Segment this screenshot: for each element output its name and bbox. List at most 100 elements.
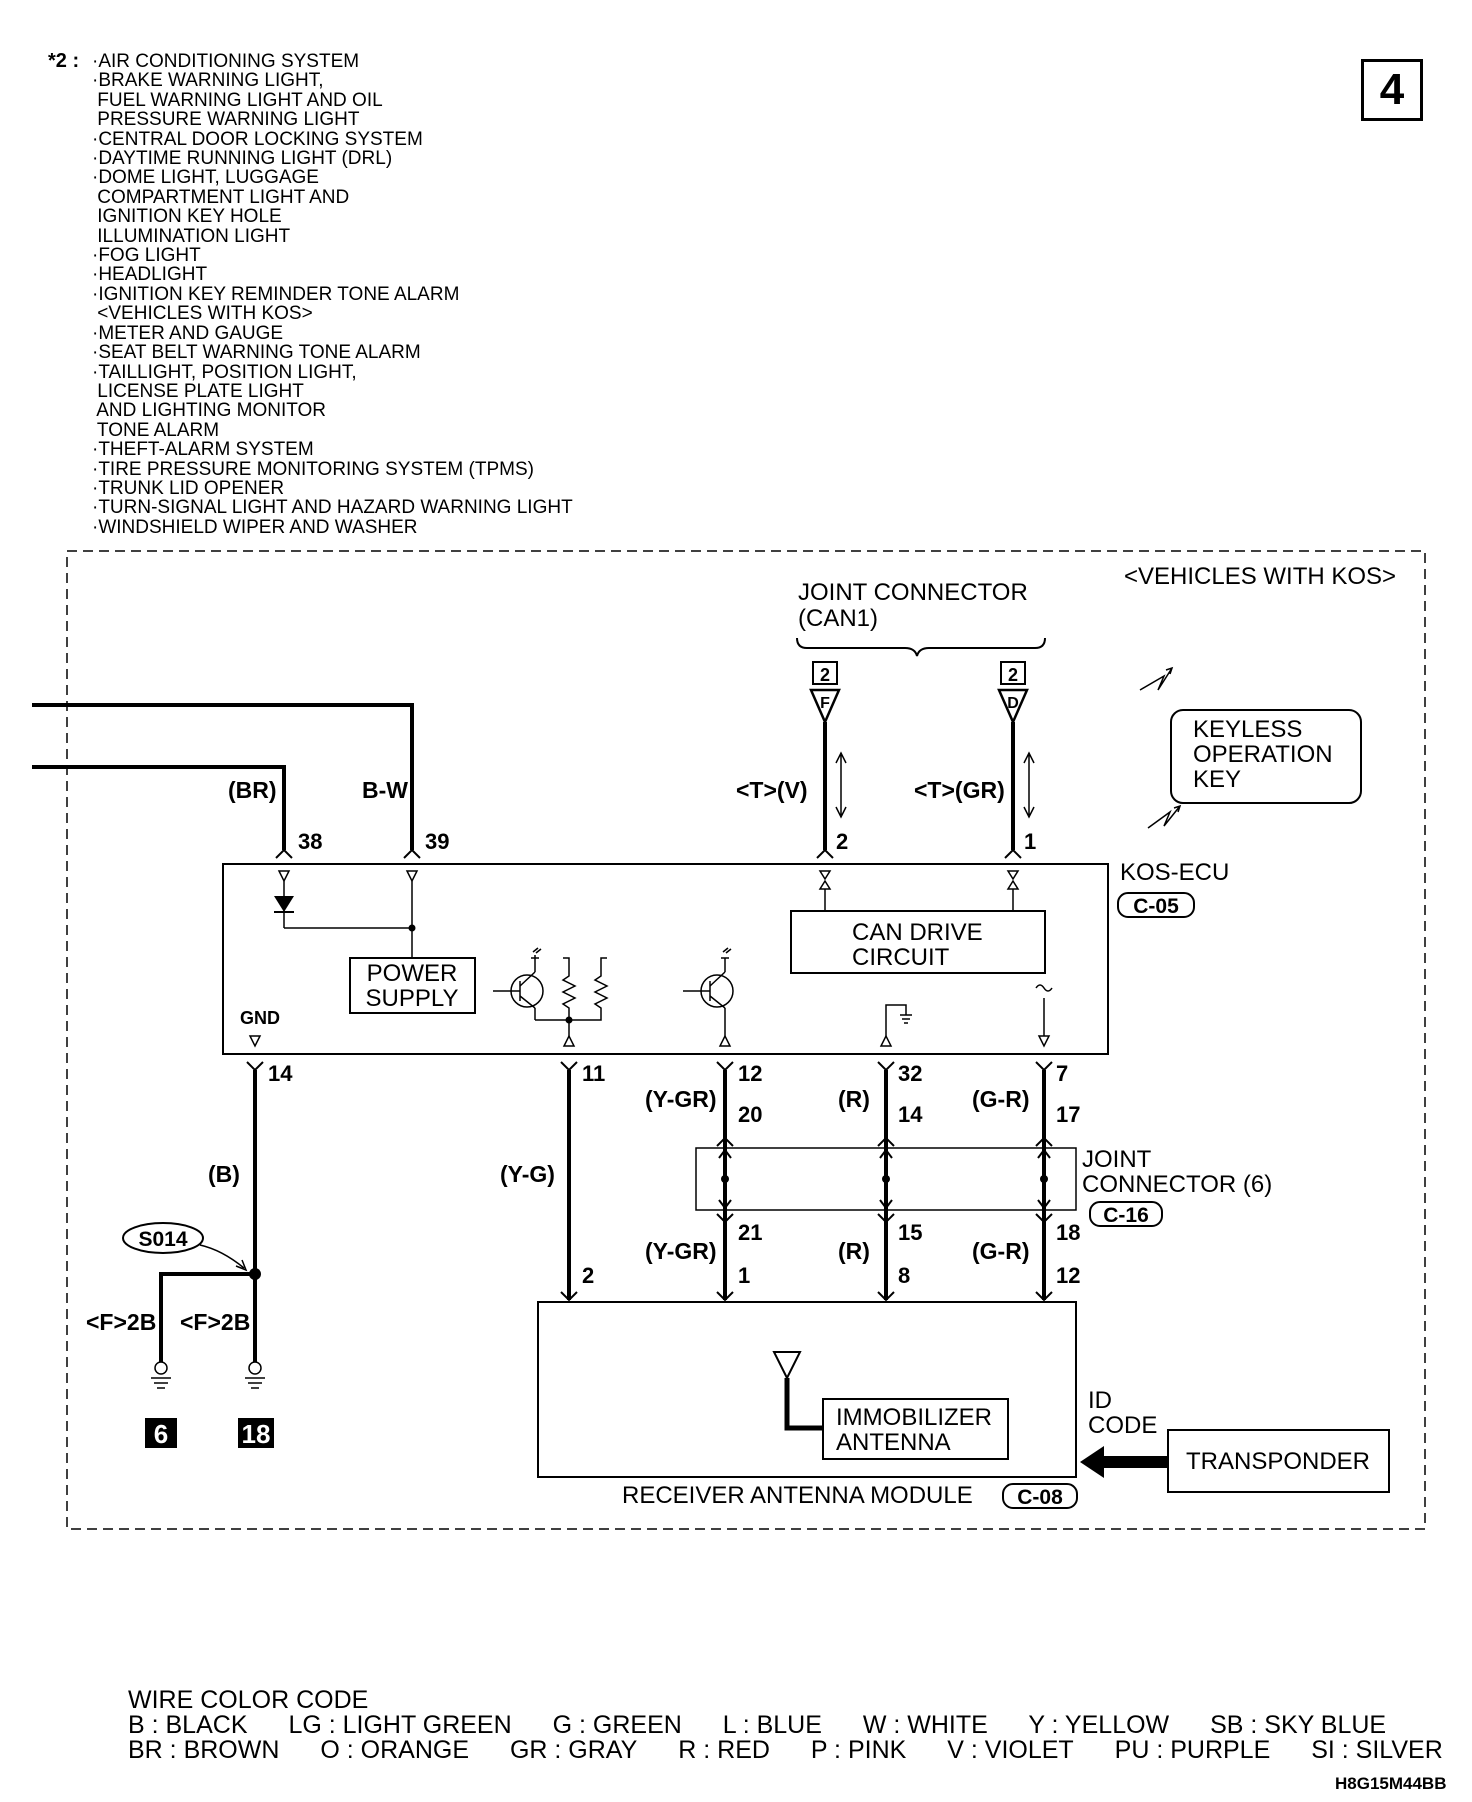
legend-item: L : BLUE [722,1711,822,1739]
wire-label-br: (BR) [228,777,277,803]
wire-label-r-top: (R) [838,1086,870,1112]
note-item: ·BRAKE WARNING LIGHT, [92,70,324,92]
keyless-line1: KEYLESS [1193,716,1302,743]
id-code-line1: ID [1088,1387,1112,1414]
receiver-antenna-module-box [537,1301,1077,1478]
note-item: ·DAYTIME RUNNING LIGHT (DRL) [92,148,393,170]
legend-title: WIRE COLOR CODE [128,1686,369,1714]
wire-label-ygr-top: (Y-GR) [645,1086,717,1112]
ground-point-icon [245,1361,265,1389]
joint6-dot [721,1175,729,1183]
legend-item: O : ORANGE [320,1736,469,1764]
can1-left-connector [809,688,841,726]
note-item: COMPARTMENT LIGHT AND [92,186,350,208]
note-item: AND LIGHTING MONITOR [92,400,327,422]
legend-row-2: BR : BROWN O : ORANGE GR : GRAY R : RED … [128,1738,1472,1763]
pin-14: 14 [268,1061,293,1086]
joint-can1-sub: (CAN1) [798,605,878,632]
legend-item: R : RED [678,1736,770,1764]
legend-row-1: B : BLACK LG : LIGHT GREEN G : GREEN L :… [128,1713,1472,1738]
note-item: TONE ALARM [92,419,220,441]
can1-left-letter: F [820,695,830,712]
ecu-code-badge [1117,892,1195,918]
joint6-dot [882,1175,890,1183]
id-code-line2: CODE [1088,1412,1157,1439]
note-item: ·DOME LIGHT, LUGGAGE [92,167,319,189]
note-item: <VEHICLES WITH KOS> [92,303,313,325]
pin-21: 21 [738,1220,762,1245]
pin-7: 7 [1056,1061,1068,1086]
wire-label-t-gr: <T>(GR) [914,777,1005,803]
pin-2: 2 [836,829,848,854]
legend-item: G : GREEN [552,1711,682,1739]
signal-icon [1035,984,1053,1036]
legend-item: GR : GRAY [509,1736,638,1764]
can1-left-box-num: 2 [820,665,830,685]
resistor-icon [561,957,609,1021]
joint6-code: C-16 [1103,1204,1149,1227]
ground-18-badge [238,1418,274,1448]
legend-item: PU : PURPLE [1114,1736,1271,1764]
wire-label-f2b-left: <F>2B [86,1309,156,1335]
receiver-top-pin-marks [560,1291,1053,1302]
joint6-sub: CONNECTOR (6) [1082,1171,1272,1198]
pin-38: 38 [298,829,322,854]
note-item: ·FOG LIGHT [92,245,201,267]
transistor-icon [493,947,569,1021]
note-item: LICENSE PLATE LIGHT [92,380,304,402]
joint6-dot [1040,1175,1048,1183]
immobilizer-line1: IMMOBILIZER [836,1404,992,1431]
keyless-line3: KEY [1193,766,1241,793]
joint6-code-badge [1089,1201,1163,1227]
power-path [284,881,413,929]
pin-17: 17 [1056,1102,1080,1127]
joint-connector-6-box [695,1147,1077,1211]
pin-20: 20 [738,1102,762,1127]
splice-badge [122,1222,204,1254]
ecu-bottom-terminals [248,1034,1051,1048]
ground-point-icon [151,1361,171,1389]
notes-block: *2 : ·AIR CONDITIONING SYSTEM ·BRAKE WAR… [48,51,573,538]
note-item: ILLUMINATION LIGHT [92,225,291,247]
can1-right-box [1000,661,1026,685]
joint6-pin-marks [716,1136,1053,1224]
vehicle-variant-frame [66,550,1426,1530]
antenna-icon [772,1351,802,1381]
radio-signal-icon [1147,804,1182,829]
note-item: ·AIR CONDITIONING SYSTEM [92,51,360,72]
wire-label-bw: B-W [362,777,408,803]
wire-label-f2b-right: <F>2B [180,1309,250,1335]
can1-right-letter: D [1007,695,1019,712]
pin-11: 11 [582,1061,605,1086]
variant-label: <VEHICLES WITH KOS> [1124,563,1396,590]
note-item: ·HEADLIGHT [92,264,208,286]
ecu-bottom-pin-marks [246,1061,1053,1072]
can-gr-bidirectional-arrow [1023,751,1035,819]
legend-item: W : WHITE [862,1711,988,1739]
can1-right-connector [997,688,1029,726]
wire-br [32,765,286,850]
immobilizer-antenna-box [822,1398,1009,1460]
note-item: ·TIRE PRESSURE MONITORING SYSTEM (TPMS) [92,458,534,480]
notes-list: ·AIR CONDITIONING SYSTEM ·BRAKE WARNING … [48,51,573,538]
pin-1b: 1 [738,1263,750,1288]
note-item: ·SEAT BELT WARNING TONE ALARM [92,342,421,364]
receiver-name: RECEIVER ANTENNA MODULE [622,1482,973,1509]
joint6-title: JOINT [1082,1146,1152,1173]
can1-left-box [812,661,838,685]
ecu-internal-terminals [277,870,1020,890]
wire-label-ygr-bottom: (Y-GR) [645,1238,717,1264]
note-item: ·TRUNK LID OPENER [92,477,285,499]
keyless-key-box [1170,709,1362,804]
can-v-bidirectional-arrow [835,751,847,819]
pin-18: 18 [1056,1220,1080,1245]
gnd-label: GND [240,1008,280,1028]
pin-8: 8 [898,1263,910,1288]
note-item: ·THEFT-ALARM SYSTEM [92,439,314,461]
diode-icon [274,896,294,912]
pin-12: 12 [738,1061,762,1086]
legend-item: B : BLACK [128,1711,248,1739]
legend-item: BR : BROWN [128,1736,280,1764]
wire-label-t-v: <T>(V) [736,777,808,803]
